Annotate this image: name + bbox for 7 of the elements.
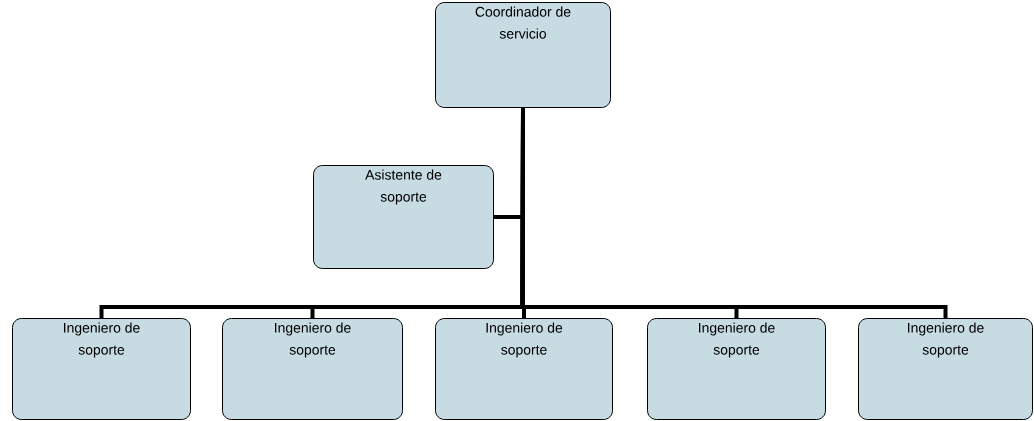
position-box: Asistente de soporte <box>313 165 494 269</box>
title-box: Coordinador de servicio <box>435 2 611 108</box>
position-box: Ingeniero de soporte <box>647 318 826 420</box>
position-box: Ingeniero de soporte <box>858 318 1033 420</box>
position-box: Ingeniero de soporte <box>435 318 613 420</box>
position-box: Ingeniero de soporte <box>222 318 403 420</box>
position-box: Ingeniero de soporte <box>12 318 191 420</box>
